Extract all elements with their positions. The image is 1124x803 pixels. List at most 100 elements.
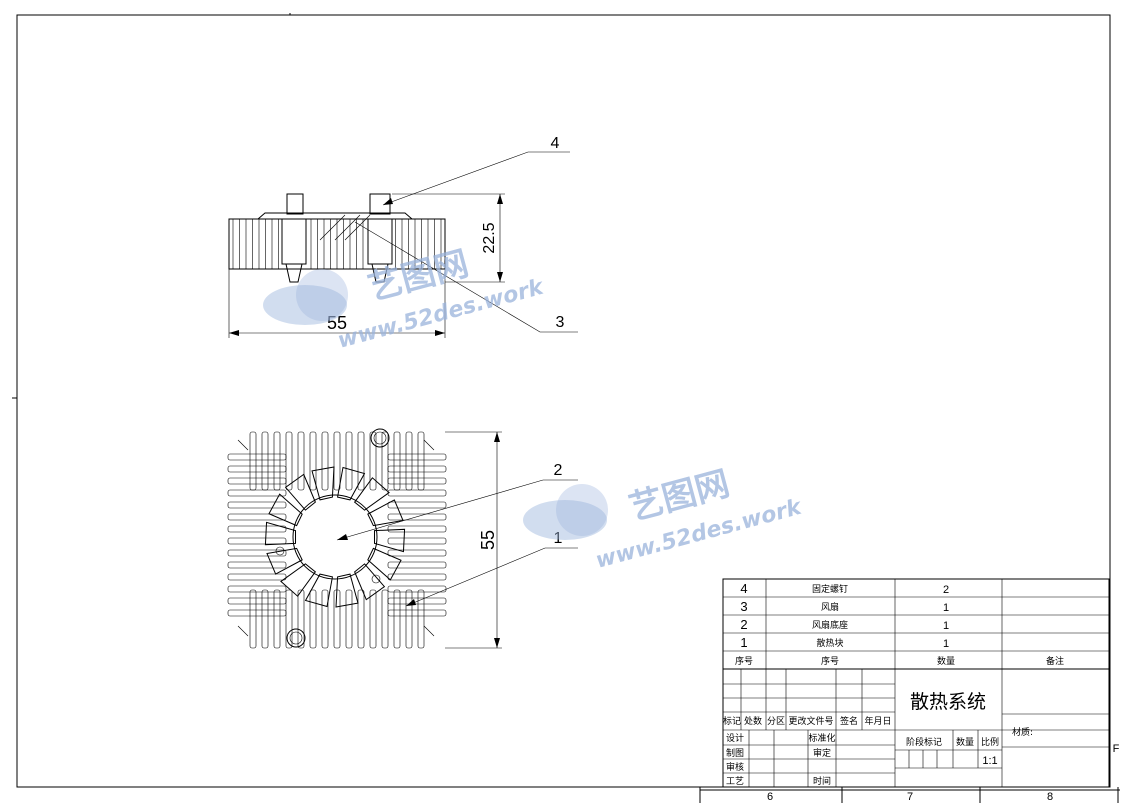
bom-row-1-qty: 1: [943, 638, 949, 650]
screw-tip-right: [371, 263, 389, 283]
fin: [387, 513, 447, 521]
fin: [381, 589, 389, 649]
heatsink-fins-top: [227, 431, 447, 649]
leader-1: [405, 547, 578, 607]
fan-blades: [264, 466, 406, 608]
fan-blade: [264, 521, 297, 546]
bom-header-note: 备注: [1046, 655, 1064, 667]
label-date: 时间: [813, 775, 831, 787]
fan-blade: [280, 563, 317, 597]
fin: [297, 431, 305, 491]
fin: [227, 609, 287, 617]
bom-row-1-name: 散热块: [816, 637, 843, 649]
label-stage: 阶段标记: [906, 736, 942, 748]
fin: [387, 477, 447, 485]
zone-number-7: 7: [907, 791, 913, 803]
fin: [333, 589, 341, 649]
fin: [309, 589, 317, 649]
mount-hole-left: [275, 546, 285, 556]
fan-blade: [304, 573, 334, 608]
fin: [405, 431, 413, 491]
fan-blade: [268, 493, 303, 527]
label-check: 审核: [726, 761, 744, 773]
fin: [227, 477, 287, 485]
fin: [393, 589, 401, 649]
bom-row-2-qty: 1: [943, 620, 949, 632]
label-review: 审定: [813, 747, 831, 759]
dim-top-height: 55: [478, 530, 498, 550]
balloon-2: 2: [554, 462, 563, 479]
fin: [227, 501, 287, 509]
leader-2: [336, 479, 578, 541]
fin: [345, 431, 353, 491]
dim-front-width: 55: [327, 313, 347, 333]
mount-hole-right: [371, 574, 381, 584]
screw-hole-top-right: [370, 428, 390, 448]
material-label: 材质:: [1012, 726, 1033, 738]
screw-head-left: [286, 193, 304, 215]
screw-body-left: [281, 218, 307, 265]
balloon-1: 1: [554, 530, 563, 547]
label-standard: 标准化: [808, 732, 835, 744]
label-draw: 制图: [726, 747, 744, 759]
fin: [227, 513, 287, 521]
fan-blade: [336, 466, 366, 501]
zone-number-6: 6: [767, 791, 773, 803]
fin: [261, 589, 269, 649]
drawing-title: 散热系统: [910, 691, 986, 713]
zone-strip: 6 7 8 F: [699, 743, 1120, 803]
fin: [227, 561, 287, 569]
fin: [333, 431, 341, 491]
bom-row-3-qty: 1: [943, 602, 949, 614]
rev-header-sign: 签名: [840, 715, 858, 727]
fin: [227, 525, 287, 533]
label-weight: 数量: [956, 736, 974, 748]
fin: [249, 431, 257, 491]
fin: [387, 453, 447, 461]
leader-3: [354, 221, 578, 333]
fin: [387, 501, 447, 509]
bom-row-4-name: 固定螺钉: [812, 583, 848, 595]
fin: [387, 585, 447, 593]
fin: [227, 453, 287, 461]
rev-header-zone: 分区: [767, 716, 785, 727]
fan-blade: [266, 547, 303, 575]
label-design: 设计: [726, 732, 744, 744]
fin: [417, 589, 425, 649]
front-view: 55 22.5 4 3: [228, 135, 578, 338]
balloon-3: 3: [556, 314, 565, 331]
fin: [369, 589, 377, 649]
rev-header-mark: 标记: [723, 715, 741, 727]
fan-blade: [373, 528, 406, 553]
zone-number-8: 8: [1047, 791, 1053, 803]
bom-header-qty: 数量: [937, 655, 955, 667]
dim-front-height: 22.5: [481, 222, 498, 253]
fin: [357, 589, 365, 649]
top-view: 55 2 1: [227, 428, 578, 649]
fin: [273, 431, 281, 491]
fin: [387, 597, 447, 605]
fin: [387, 465, 447, 473]
heatsink-fins-front: [232, 219, 442, 269]
fin: [387, 609, 447, 617]
fin: [273, 589, 281, 649]
fin: [227, 573, 287, 581]
fan-blade: [311, 466, 335, 501]
fin: [381, 431, 389, 491]
fin: [309, 431, 317, 491]
screw-body-right: [367, 218, 393, 265]
fin: [345, 589, 353, 649]
bom-header-no: 序号: [735, 655, 753, 667]
zone-letter-f: F: [1113, 743, 1120, 755]
bom-row-4-no: 4: [740, 581, 747, 596]
fan-blade: [335, 573, 359, 608]
rev-header-count: 处数: [744, 715, 762, 727]
fin: [387, 549, 447, 557]
title-block: 散热系统 材质: 标记 处数 分区 更改文件号 签名 年月日 设计 标准化 制图…: [722, 668, 1110, 788]
fan-blade: [367, 499, 404, 527]
fin: [227, 465, 287, 473]
sheet-border: [16, 14, 1111, 788]
balloon-4: 4: [551, 135, 560, 152]
bom-row-2-no: 2: [740, 617, 747, 632]
